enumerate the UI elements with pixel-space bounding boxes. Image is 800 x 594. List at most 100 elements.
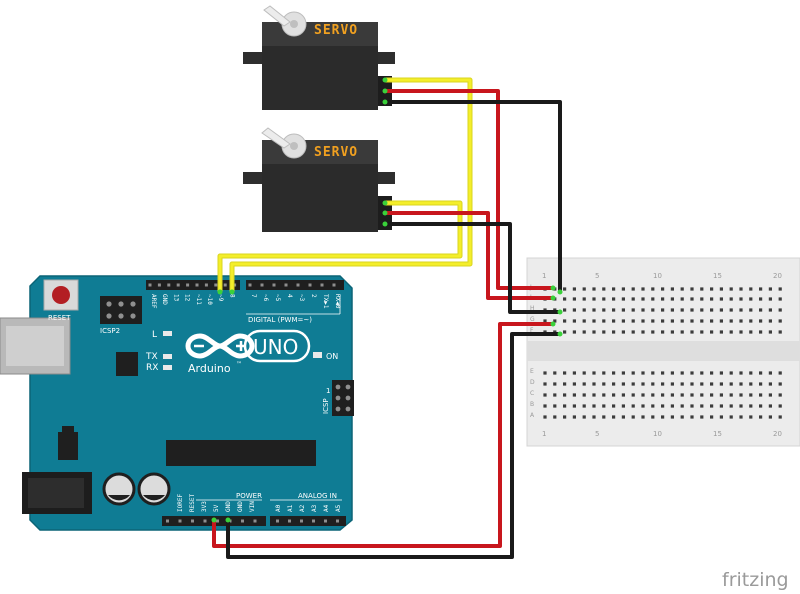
digital-pin-label: ~11 (195, 294, 202, 305)
breadboard-hole (768, 393, 772, 397)
icsp2-header (100, 296, 142, 324)
breadboard-hole (768, 308, 772, 312)
arduino-brand-label: Arduino (188, 362, 231, 375)
bb-col-num: 1 (542, 272, 546, 280)
breadboard-hole (749, 297, 753, 301)
breadboard-hole (543, 393, 547, 397)
breadboard-hole (651, 404, 655, 408)
breadboard-hole (661, 308, 665, 312)
led-on-label: ON (326, 352, 338, 361)
breadboard-hole (710, 330, 714, 334)
breadboard-hole (768, 415, 772, 419)
breadboard-hole (621, 415, 625, 419)
breadboard-hole (729, 319, 733, 323)
breadboard: 1 5 10 15 20 1 5 10 15 20 J I H G F E D … (526, 257, 800, 447)
breadboard-hole (729, 382, 733, 386)
breadboard-hole (700, 371, 704, 375)
breadboard-hole (563, 404, 567, 408)
breadboard-holes (543, 287, 782, 419)
breadboard-hole (670, 319, 674, 323)
breadboard-hole (778, 330, 782, 334)
breadboard-hole (670, 371, 674, 375)
breadboard-hole (759, 404, 763, 408)
breadboard-hole (680, 308, 684, 312)
breadboard-hole (778, 404, 782, 408)
header-pin (157, 283, 161, 287)
breadboard-hole (612, 287, 616, 291)
breadboard-hole (710, 393, 714, 397)
breadboard-hole (572, 330, 576, 334)
header-pin (312, 519, 315, 523)
breadboard-hole (749, 404, 753, 408)
breadboard-hole (582, 393, 586, 397)
breadboard-hole (729, 371, 733, 375)
header-pin (284, 283, 288, 287)
breadboard-hole (651, 287, 655, 291)
breadboard-hole (612, 319, 616, 323)
breadboard-hole (641, 404, 645, 408)
bb-col-num: 20 (773, 272, 782, 280)
breadboard-hole (592, 371, 596, 375)
breadboard-hole (602, 287, 606, 291)
bb-row-letter: F (530, 327, 534, 334)
breadboard-hole (582, 415, 586, 419)
breadboard-hole (700, 287, 704, 291)
digital-header-right (246, 280, 344, 290)
breadboard-hole (749, 382, 753, 386)
bb-col-num: 20 (773, 430, 782, 438)
breadboard-hole (543, 382, 547, 386)
breadboard-hole (641, 287, 645, 291)
digital-pin-label: 7 (250, 294, 257, 298)
breadboard-hole (759, 330, 763, 334)
power-pin-label: 3V3 (201, 501, 208, 512)
breadboard-hole (572, 382, 576, 386)
breadboard-hole (543, 319, 547, 323)
led-l (163, 331, 172, 336)
breadboard-hole (680, 382, 684, 386)
breadboard-hole (739, 382, 743, 386)
breadboard-hole (582, 319, 586, 323)
breadboard-hole (592, 415, 596, 419)
breadboard-hole (661, 297, 665, 301)
breadboard-hole (612, 415, 616, 419)
breadboard-hole (690, 330, 694, 334)
breadboard-hole (641, 371, 645, 375)
breadboard-hole (778, 287, 782, 291)
breadboard-hole (739, 319, 743, 323)
breadboard-hole (690, 287, 694, 291)
header-pin (308, 283, 312, 287)
breadboard-hole (680, 297, 684, 301)
breadboard-hole (778, 308, 782, 312)
breadboard-hole (710, 287, 714, 291)
breadboard-hole (710, 371, 714, 375)
header-pin (216, 519, 219, 523)
breadboard-hole (621, 382, 625, 386)
breadboard-hole (759, 371, 763, 375)
breadboard-hole (612, 404, 616, 408)
breadboard-hole (582, 308, 586, 312)
header-pin (195, 283, 199, 287)
breadboard-hole (710, 382, 714, 386)
breadboard-hole (661, 382, 665, 386)
breadboard-hole (719, 415, 723, 419)
header-pin (276, 519, 279, 523)
wire-servo1-ground (385, 100, 562, 292)
breadboard-hole (729, 404, 733, 408)
breadboard-hole (563, 382, 567, 386)
breadboard-hole (631, 297, 635, 301)
digital-pin-label: ~3 (298, 294, 305, 302)
usb-chip (116, 352, 138, 376)
breadboard-hole (612, 308, 616, 312)
header-pin (253, 519, 257, 523)
breadboard-hole (739, 308, 743, 312)
breadboard-hole (661, 404, 665, 408)
breadboard-hole (680, 404, 684, 408)
breadboard-hole (700, 404, 704, 408)
breadboard-hole (719, 297, 723, 301)
breadboard-hole (572, 415, 576, 419)
breadboard-hole (661, 319, 665, 323)
breadboard-hole (543, 371, 547, 375)
